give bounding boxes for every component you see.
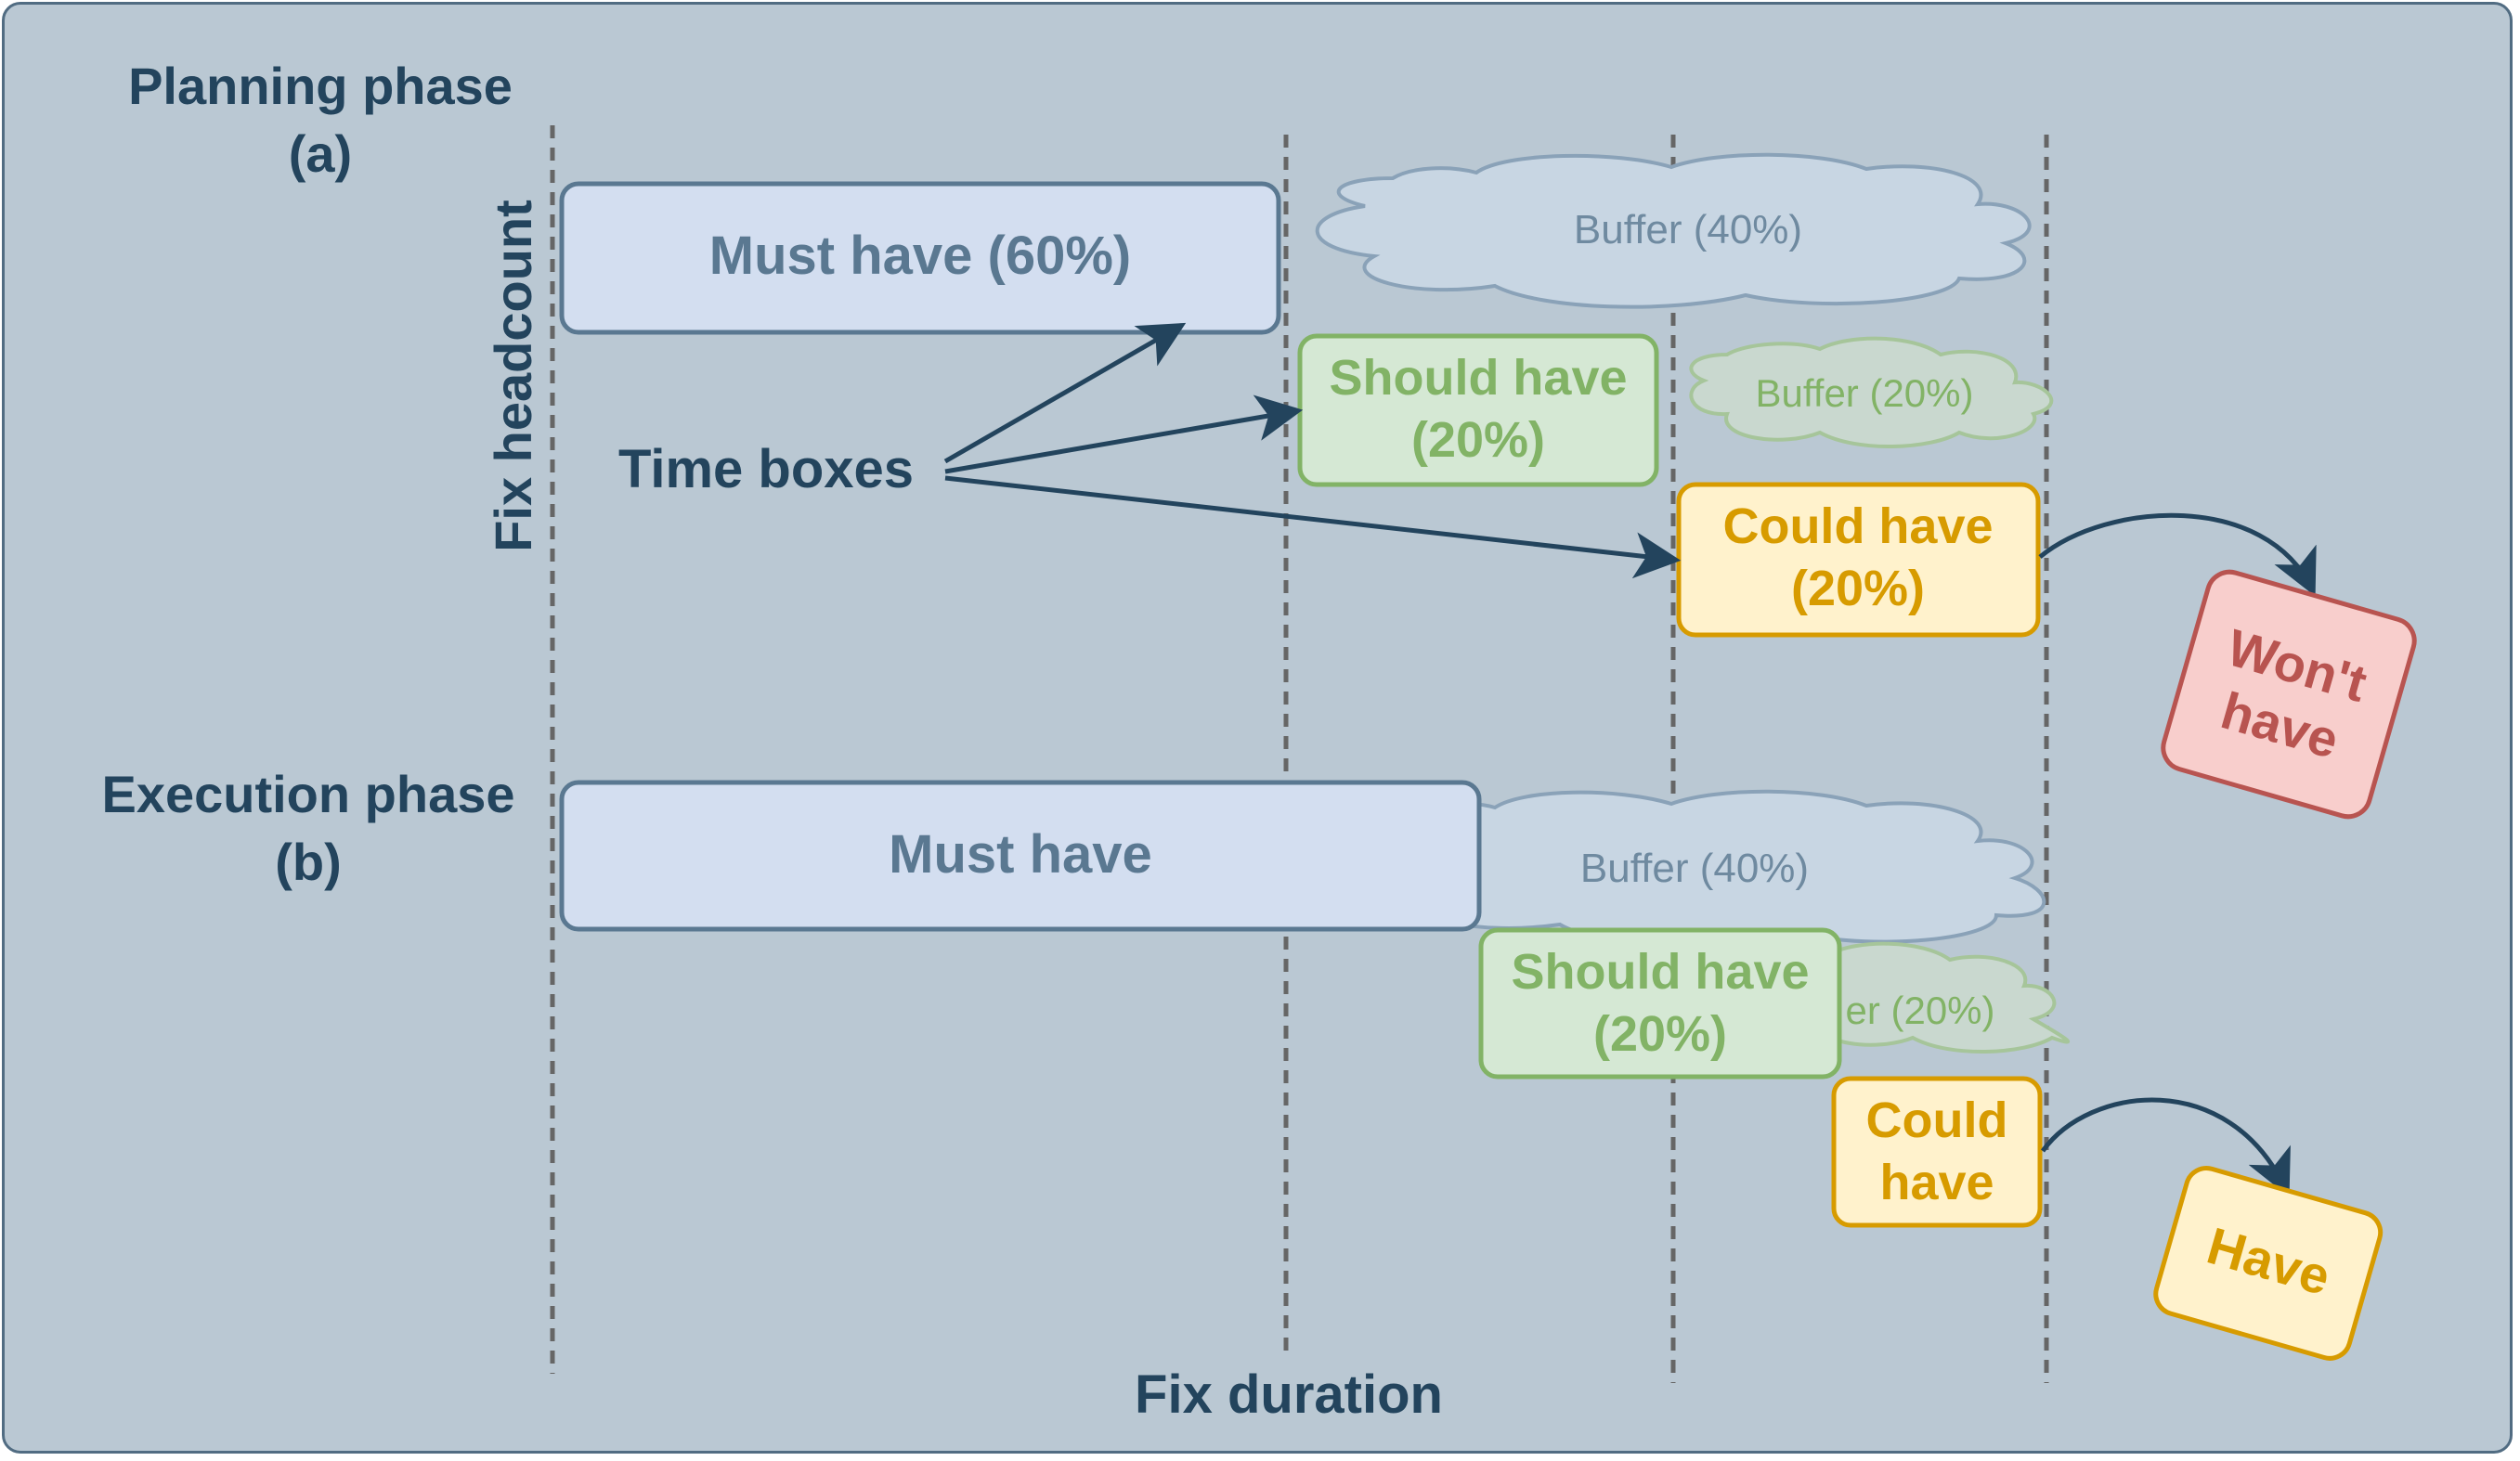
execution-phase-title-line2: (b) (275, 833, 342, 891)
execution-should-have-line1: Should have (1511, 944, 1809, 1000)
arrow-to-must-have (943, 322, 1187, 464)
planning-must-have-label: Must have (60%) (709, 226, 1131, 286)
fix-headcount-label: Fix headcount (484, 200, 542, 552)
execution-phase-title-line1: Execution phase (101, 765, 514, 823)
planning-should-have-box: Should have (20%) (1297, 333, 1659, 487)
planning-should-have-line2: (20%) (1411, 412, 1545, 468)
planning-buffer-large-label: Buffer (40%) (1574, 207, 1802, 252)
execution-must-have-box: Must have (559, 780, 1482, 932)
time-boxes-label: Time boxes (618, 439, 914, 499)
arrow-to-should-have (944, 394, 1304, 474)
execution-should-have-box: Should have (20%) (1478, 927, 1842, 1080)
execution-could-have-line2: have (1879, 1155, 1994, 1210)
execution-buffer-large-label: Buffer (40%) (1580, 846, 1809, 891)
execution-should-have-line2: (20%) (1593, 1006, 1727, 1062)
planning-could-have-line2: (20%) (1791, 561, 1925, 616)
planning-must-have-box: Must have (60%) (559, 181, 1281, 335)
time-boundaries (550, 125, 2049, 1383)
execution-phase-title: Execution phase (b) (101, 765, 514, 891)
have-box: Have (2153, 1166, 2384, 1361)
planning-phase-title: Planning phase (a) (128, 57, 513, 183)
execution-could-have-box: Could have (1831, 1076, 2043, 1228)
planning-could-have-line1: Could have (1722, 498, 1993, 554)
planning-buffer-large-cloud: Buffer (40%) (1315, 152, 2032, 309)
execution-buffer-large-cloud: Buffer (40%) (1370, 789, 2046, 948)
planning-phase-title-line1: Planning phase (128, 57, 513, 115)
planning-buffer-small-cloud: Buffer (20%) (1689, 336, 2054, 449)
execution-buffer-small-label: er (20%) (1845, 989, 1994, 1032)
planning-should-have-line1: Should have (1329, 350, 1627, 406)
execution-could-have-line1: Could (1866, 1093, 2008, 1148)
planning-phase-title-line2: (a) (289, 124, 352, 183)
wont-have-box: Won't have (2161, 569, 2417, 820)
planning-buffer-small-label: Buffer (20%) (1756, 371, 1974, 415)
arrow-to-could-have (944, 475, 1682, 579)
time-boxes-arrows (943, 322, 1682, 579)
planning-could-have-box: Could have (20%) (1676, 482, 2041, 638)
arrow-to-wont-have (2038, 512, 2317, 597)
execution-must-have-label: Must have (889, 824, 1152, 885)
fix-duration-label: Fix duration (1135, 1364, 1443, 1425)
arrow-to-have (2040, 1097, 2291, 1197)
